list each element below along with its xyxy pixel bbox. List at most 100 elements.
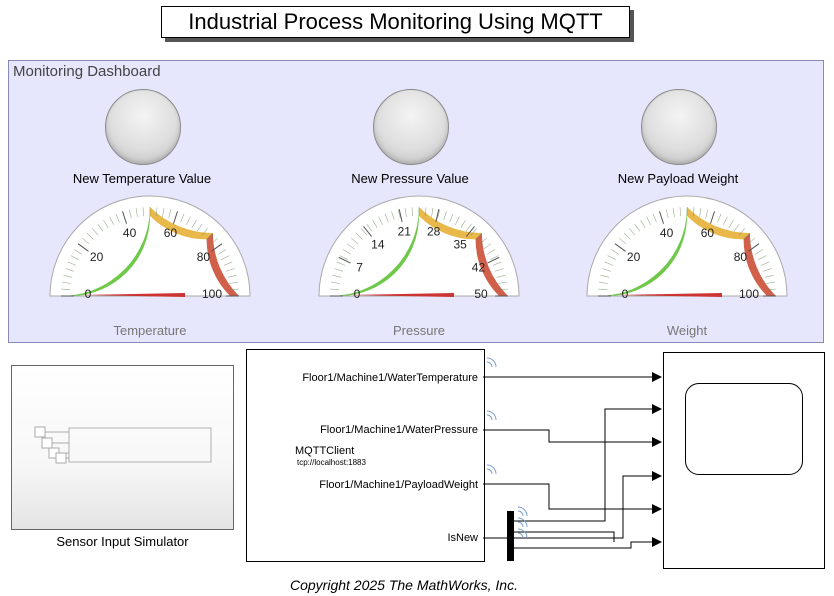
gauge-minor-tick bbox=[384, 213, 389, 223]
gauge-minor-tick bbox=[762, 268, 772, 272]
gauge-minor-tick bbox=[372, 219, 378, 228]
gauge-major-tick bbox=[363, 226, 373, 237]
gauge-minor-tick bbox=[229, 288, 239, 291]
port-water-pressure: Floor1/Machine1/WaterPressure bbox=[320, 424, 478, 436]
gauge-minor-tick bbox=[475, 232, 483, 240]
mqtt-broker-address: tcp://localhost:1883 bbox=[297, 458, 366, 467]
gauge-band bbox=[206, 233, 239, 296]
gauge-minor-tick bbox=[91, 228, 99, 236]
gauge-minor-tick bbox=[723, 216, 728, 225]
gauge-minor-tick bbox=[227, 274, 237, 278]
scope-block[interactable] bbox=[663, 352, 825, 569]
gauge-minor-tick bbox=[692, 207, 695, 217]
gauge-band bbox=[687, 207, 750, 240]
gauge-minor-tick bbox=[455, 216, 460, 225]
gauge-minor-tick bbox=[431, 208, 434, 218]
gauge-tick-label: 35 bbox=[453, 237, 467, 251]
gauge-tick-label: 80 bbox=[734, 250, 748, 264]
port-water-temperature: Floor1/Machine1/WaterTemperature bbox=[302, 372, 478, 384]
gauge-tick-label: 100 bbox=[739, 287, 759, 301]
gauge-tick-label: 20 bbox=[627, 250, 641, 264]
gauge-minor-tick bbox=[330, 288, 340, 291]
gauge-major-tick bbox=[710, 211, 715, 224]
gauge-minor-tick bbox=[494, 268, 504, 272]
gauge-minor-tick bbox=[86, 232, 94, 240]
gauge-minor-tick bbox=[765, 281, 775, 284]
gauge-tick-label: 40 bbox=[123, 226, 137, 240]
gauge-minor-tick bbox=[411, 207, 414, 217]
gauge-major-tick bbox=[211, 243, 223, 252]
gauge-minor-tick bbox=[634, 223, 641, 232]
gauge-major-tick bbox=[173, 211, 178, 224]
gauge-minor-tick bbox=[743, 232, 751, 240]
gauge-minor-tick bbox=[128, 209, 132, 219]
gauge-minor-tick bbox=[498, 288, 508, 291]
sensor-input-simulator-block[interactable] bbox=[11, 365, 234, 530]
gauge-minor-tick bbox=[210, 237, 218, 245]
gauge-tick-label: 20 bbox=[90, 250, 104, 264]
gauge-band bbox=[743, 233, 776, 296]
gauge-minor-tick bbox=[62, 281, 72, 284]
gauge-tick-label: 21 bbox=[398, 225, 412, 239]
gauge-minor-tick bbox=[640, 219, 646, 228]
gauge-minor-tick bbox=[672, 208, 675, 218]
port-payload-weight: Floor1/Machine1/PayloadWeight bbox=[319, 479, 478, 491]
gauge-minor-tick bbox=[103, 219, 109, 228]
gauge-minor-tick bbox=[223, 261, 233, 266]
gauge-band bbox=[419, 207, 482, 240]
gauge-minor-tick bbox=[404, 208, 407, 218]
mux-block[interactable] bbox=[507, 511, 514, 561]
gauge-minor-tick bbox=[97, 223, 104, 232]
gauge-face bbox=[586, 195, 788, 297]
gauge-minor-tick bbox=[470, 228, 478, 236]
mqtt-client-name: MQTTClient bbox=[295, 445, 355, 457]
gauge-minor-tick bbox=[168, 209, 172, 219]
temperature-lamp-label: New Temperature Value bbox=[72, 171, 212, 186]
gauge-tick-label: 100 bbox=[202, 287, 222, 301]
gauge-minor-tick bbox=[82, 237, 90, 245]
gauge-minor-tick bbox=[155, 207, 158, 217]
signal-line-mux-out-4 bbox=[514, 537, 662, 549]
weight-lamp-label: New Payload Weight bbox=[617, 171, 739, 186]
gauge-minor-tick bbox=[747, 237, 755, 245]
gauge-face bbox=[318, 195, 520, 297]
gauge-minor-tick bbox=[334, 268, 344, 272]
gauge-minor-tick bbox=[366, 223, 373, 232]
pressure-lamp[interactable] bbox=[373, 89, 449, 165]
gauge-tick-label: 14 bbox=[371, 237, 385, 251]
gauge-minor-tick bbox=[652, 213, 657, 223]
gauge-minor-tick bbox=[758, 255, 767, 260]
gauge-minor-tick bbox=[599, 281, 609, 284]
gauge-minor-tick bbox=[228, 281, 238, 284]
gauge-minor-tick bbox=[437, 209, 441, 219]
gauge-minor-tick bbox=[206, 232, 214, 240]
gauge-minor-tick bbox=[604, 261, 614, 266]
mqtt-client-block[interactable]: Floor1/Machine1/WaterTemperature Floor1/… bbox=[246, 349, 485, 562]
gauge-major-tick bbox=[398, 209, 403, 223]
gauge-minor-tick bbox=[115, 213, 120, 223]
gauge-minor-tick bbox=[70, 255, 79, 260]
gauge-needle bbox=[80, 293, 185, 297]
gauge-minor-tick bbox=[679, 207, 682, 217]
gauge-minor-tick bbox=[497, 281, 507, 284]
gauge-minor-tick bbox=[221, 255, 230, 260]
gauge-minor-tick bbox=[602, 268, 612, 272]
gauge-minor-tick bbox=[766, 288, 776, 291]
wireless-icons bbox=[486, 357, 528, 539]
gauge-minor-tick bbox=[218, 249, 227, 255]
gauge-minor-tick bbox=[465, 223, 472, 232]
gauge-band bbox=[475, 233, 508, 296]
temperature-lamp[interactable] bbox=[105, 89, 181, 165]
gauge-needle bbox=[617, 293, 722, 297]
gauge-minor-tick bbox=[699, 208, 702, 218]
gauge-minor-tick bbox=[598, 288, 608, 291]
gauge-minor-tick bbox=[646, 216, 651, 225]
gauge-tick-label: 0 bbox=[622, 287, 629, 301]
monitoring-dashboard[interactable]: Monitoring Dashboard New Temperature Val… bbox=[8, 60, 824, 343]
gauge-minor-tick bbox=[443, 211, 447, 221]
weight-lamp[interactable] bbox=[641, 89, 717, 165]
gauge-minor-tick bbox=[346, 243, 355, 250]
